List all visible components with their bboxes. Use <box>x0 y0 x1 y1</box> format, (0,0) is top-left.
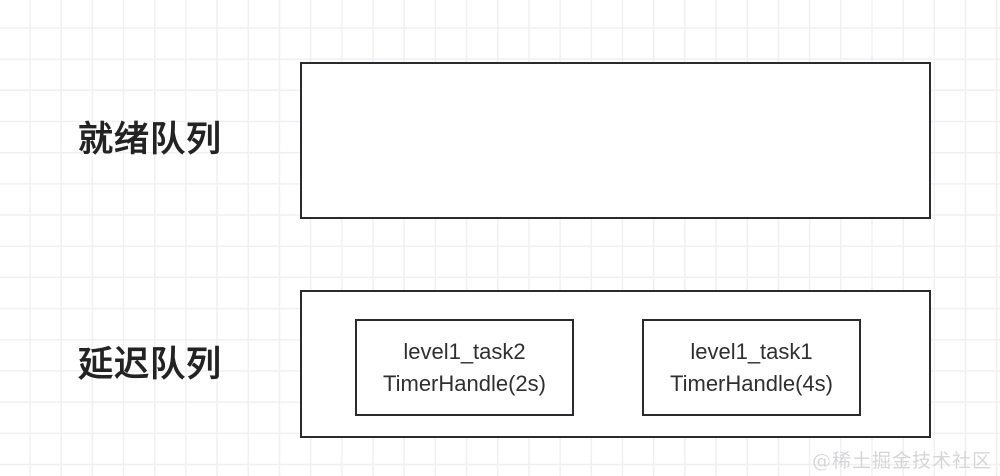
row-label-delay-queue: 延迟队列 <box>77 345 222 384</box>
ready-queue-container <box>300 62 931 219</box>
task-timer-handle: TimerHandle(2s) <box>382 370 546 396</box>
watermark-text: @稀土掘金技术社区 <box>811 450 992 472</box>
task-card-level1-task1: level1_task1 TimerHandle(4s) <box>642 319 861 416</box>
task-name: level1_task2 <box>403 338 526 364</box>
task-card-level1-task2: level1_task2 TimerHandle(2s) <box>355 319 574 416</box>
task-timer-handle: TimerHandle(4s) <box>669 370 833 396</box>
delay-queue-container: level1_task2 TimerHandle(2s) level1_task… <box>300 290 931 438</box>
task-name: level1_task1 <box>690 338 813 364</box>
row-label-ready-queue: 就绪队列 <box>77 120 222 159</box>
